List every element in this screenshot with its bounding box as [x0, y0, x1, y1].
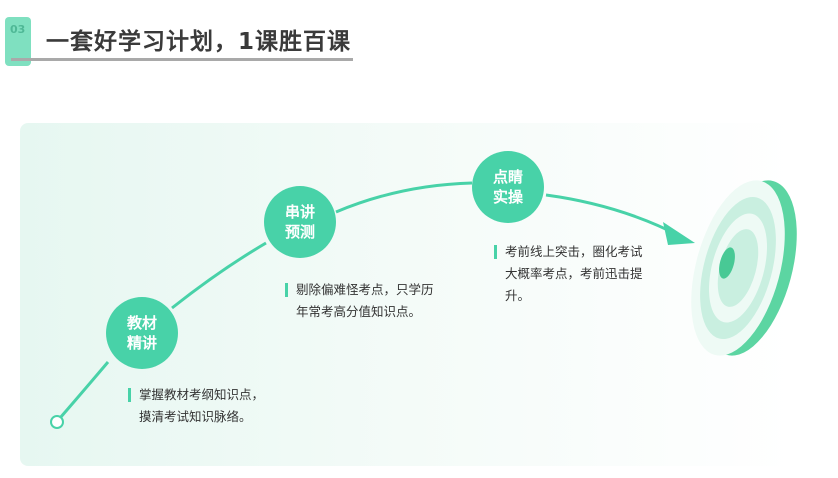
section-number-badge: 03	[5, 17, 31, 66]
desc-line: 年常考高分值知识点。	[296, 304, 422, 319]
step-node-textbook: 教材 精讲	[106, 297, 178, 369]
desc-line: 考前线上突击，圈化考试	[505, 244, 643, 259]
step-label: 实操	[492, 188, 523, 206]
desc-line: 大概率考点，考前迅击提	[505, 266, 643, 281]
step-label: 点睛	[492, 168, 523, 186]
progress-curve	[58, 181, 681, 419]
step-label: 串讲	[284, 203, 315, 221]
step-description: 考前线上突击，圈化考试 大概率考点，考前迅击提 升。	[494, 241, 643, 307]
step-description: 掌握教材考纲知识点， 摸清考试知识脉络。	[128, 384, 264, 428]
start-point	[50, 415, 64, 429]
desc-line: 掌握教材考纲知识点，	[139, 387, 265, 402]
step-node-practice: 点睛 实操	[472, 151, 544, 223]
desc-line: 剔除偏难怪考点，只学历	[296, 282, 434, 297]
target-icon	[691, 180, 797, 356]
desc-line: 升。	[505, 288, 531, 303]
step-label: 教材	[126, 314, 157, 332]
title-underline	[11, 58, 353, 61]
page-title: 一套好学习计划，1课胜百课	[46, 29, 352, 55]
desc-line: 摸清考试知识脉络。	[139, 409, 252, 424]
step-label: 预测	[284, 223, 315, 241]
step-node-review: 串讲 预测	[264, 186, 336, 258]
arrow-head-icon	[663, 222, 695, 245]
step-label: 精讲	[126, 334, 157, 352]
content-panel	[20, 123, 792, 466]
step-description: 剔除偏难怪考点，只学历 年常考高分值知识点。	[285, 279, 434, 323]
